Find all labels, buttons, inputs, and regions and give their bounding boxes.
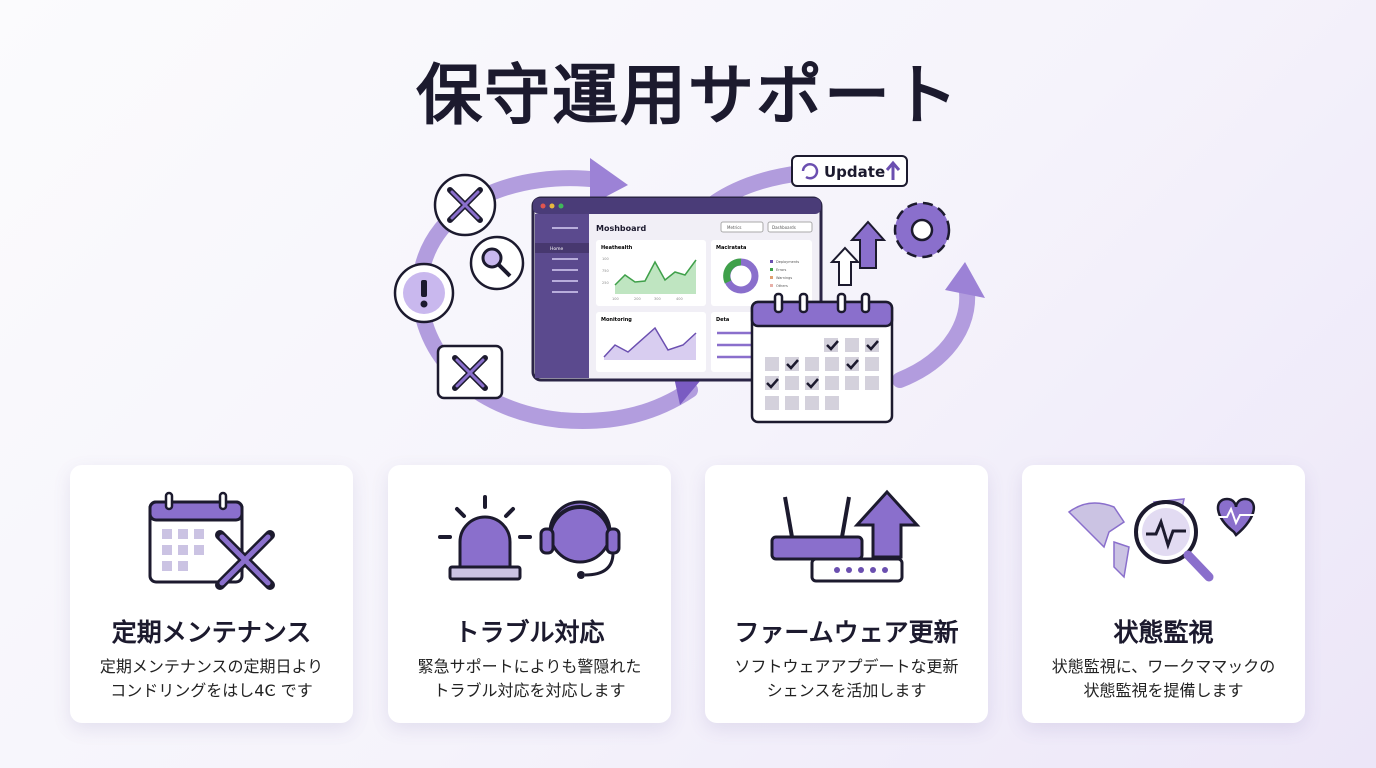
siren-headset-icon	[437, 495, 620, 581]
sidebar-home: Home	[550, 246, 564, 252]
dashboard-label: Heathealth	[601, 245, 633, 251]
dashboard-label: Update	[824, 163, 885, 181]
dashboard-label: Deta	[716, 317, 729, 323]
arrow-head-icon	[945, 262, 985, 298]
card-description: 緊急サポートによりも警隠れたトラブル対応を対応します	[417, 657, 642, 700]
dashboard-title: Moshboard	[596, 224, 646, 233]
card-troubleshooting: トラブル対応 緊急サポートによりも警隠れたトラブル対応を対応します	[388, 465, 671, 723]
dashboard-label: 750	[602, 269, 609, 273]
card-description: 状態監視に、ワークママックの状態監視を提備します	[1051, 657, 1276, 700]
world-monitor-heart-icon	[1067, 497, 1256, 582]
card-firmware: ファームウェア更新 ソフトウェアアプデートな更新シェンスを活加します	[705, 465, 988, 723]
update-badge: Update	[791, 155, 908, 187]
dashboard-label: Others	[776, 284, 788, 288]
card-title: 状態監視	[1113, 618, 1214, 647]
dashboard-label: Maciratata	[716, 245, 746, 251]
card-title: トラブル対応	[454, 618, 605, 647]
dashboard-label: 100	[602, 257, 609, 261]
calendar-icon	[750, 292, 894, 424]
router-upload-icon	[770, 489, 920, 583]
dashboard-label: Deployments	[776, 260, 799, 264]
dashboard-label: Monitoring	[601, 317, 632, 323]
arrow-up-icon	[885, 160, 901, 180]
tools-bubble-icon	[436, 344, 504, 400]
search-bubble-icon	[469, 235, 525, 291]
dashboard-label: 100	[612, 297, 619, 301]
up-arrows-icon	[829, 220, 887, 286]
hero-illustration: Home Moshboard Metrics Dashboards Heathe…	[393, 155, 985, 429]
card-monitoring: 状態監視 状態監視に、ワークママックの状態監視を提備します	[1022, 465, 1305, 723]
dashboard-label: 200	[634, 297, 641, 301]
calendar-wrench-icon	[148, 491, 275, 590]
dashboard-label: 250	[602, 281, 609, 285]
arrow-head-icon	[590, 158, 628, 205]
card-maintenance: 定期メンテナンス 定期メンテナンスの定期日よりコンドリングをはし4Ͼ です	[70, 465, 353, 723]
dashboard-label: 300	[654, 297, 661, 301]
card-title: ファームウェア更新	[734, 618, 959, 647]
dashboard-label: Errors	[776, 268, 787, 272]
dashboard-window: Home Moshboard Metrics Dashboards Heathe…	[531, 196, 823, 382]
page-title: 保守運用サポート	[416, 57, 960, 134]
card-description: 定期メンテナンスの定期日よりコンドリングをはし4Ͼ です	[99, 657, 324, 700]
card-title: 定期メンテナンス	[111, 618, 312, 647]
card-description: ソフトウェアアプデートな更新シェンスを活加します	[734, 657, 959, 700]
wrench-bubble-icon	[433, 173, 497, 237]
refresh-icon	[801, 163, 819, 180]
dashboard-label: 400	[676, 297, 683, 301]
alert-bubble-icon	[393, 262, 455, 324]
dashboard-label: Dashboards	[772, 225, 796, 230]
dashboard-label: Metrics	[727, 225, 742, 230]
gear-icon	[893, 201, 951, 259]
dashboard-label: Warnings	[776, 276, 792, 280]
